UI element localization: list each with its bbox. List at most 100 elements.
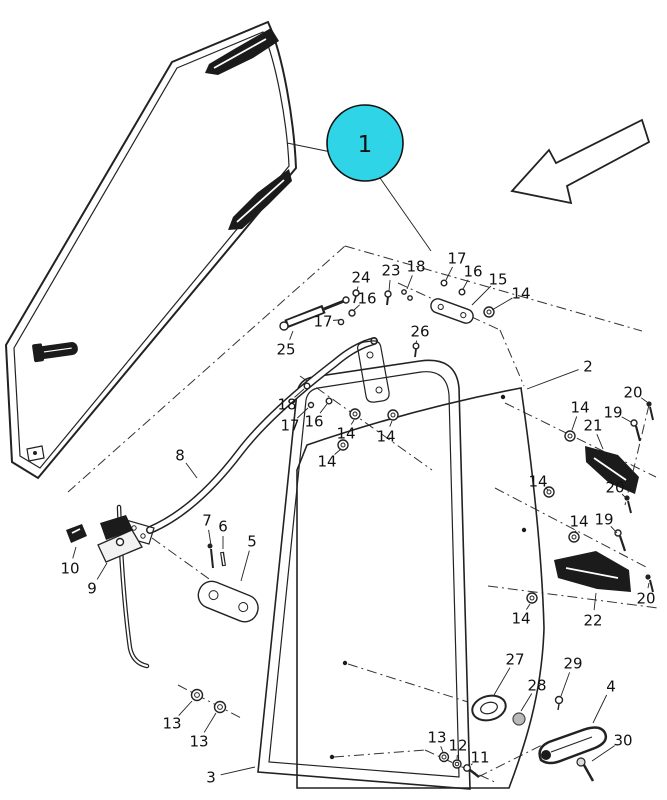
bolt-23-shaft	[386, 296, 389, 306]
callout-number[interactable]: 14	[569, 513, 588, 531]
callout-number[interactable]: 20	[623, 384, 642, 402]
callout-number[interactable]: 14	[336, 425, 355, 443]
callout-21[interactable]: 21	[583, 417, 604, 450]
callout-25[interactable]: 25	[276, 330, 296, 359]
callout-number[interactable]: 19	[594, 511, 613, 529]
callout-number[interactable]: 28	[527, 677, 546, 695]
callout-number[interactable]: 20	[605, 479, 624, 497]
callout-number[interactable]: 13	[427, 729, 446, 747]
bolt-19-head	[630, 419, 638, 427]
callout-number[interactable]: 2	[583, 358, 593, 376]
callout-number[interactable]: 9	[87, 580, 97, 598]
callout-number[interactable]: 14	[511, 285, 530, 303]
callout-number[interactable]: 13	[162, 715, 181, 733]
callout-number[interactable]: 30	[613, 732, 632, 750]
callout-15[interactable]: 15	[471, 271, 508, 306]
callout-26[interactable]: 26	[410, 323, 430, 344]
callout-24[interactable]: 24	[351, 269, 371, 291]
callout-number[interactable]: 15	[488, 271, 507, 289]
callout-13[interactable]: 13	[189, 712, 217, 751]
callout-9[interactable]: 9	[87, 562, 108, 598]
callout-number[interactable]: 18	[406, 258, 425, 276]
callout-17[interactable]: 17	[445, 250, 467, 281]
callout-20[interactable]: 20	[636, 582, 656, 608]
callout-2[interactable]: 2	[526, 358, 593, 390]
callout-20[interactable]: 20	[623, 384, 648, 403]
callout-5[interactable]: 5	[240, 533, 257, 582]
handle-detail	[550, 736, 593, 753]
callout-number[interactable]: 8	[175, 447, 185, 465]
pin-20-shaft	[649, 579, 654, 593]
callout-10[interactable]: 10	[60, 546, 80, 578]
callout-14[interactable]: 14	[528, 473, 549, 491]
callout-number[interactable]: 10	[60, 560, 79, 578]
callout-29[interactable]: 29	[560, 655, 583, 697]
callout-number[interactable]: 16	[357, 290, 376, 308]
callout-14[interactable]: 14	[317, 448, 342, 471]
callout-number[interactable]: 23	[381, 262, 400, 280]
callout-number[interactable]: 16	[463, 263, 482, 281]
callout-4[interactable]: 4	[592, 678, 616, 724]
callout-number[interactable]: 11	[470, 749, 489, 767]
callout-14[interactable]: 14	[376, 420, 396, 446]
callout-22[interactable]: 22	[583, 592, 603, 630]
callout-18[interactable]: 18	[406, 258, 426, 290]
callout-number[interactable]: 6	[218, 518, 228, 536]
callout-number[interactable]: 7	[202, 512, 212, 530]
callout-13[interactable]: 13	[427, 729, 447, 753]
callout-number[interactable]: 17	[447, 250, 466, 268]
callout-19[interactable]: 19	[594, 511, 618, 534]
callout-number[interactable]: 22	[583, 612, 602, 630]
callout-6[interactable]: 6	[218, 518, 228, 550]
callout-leader	[72, 546, 77, 559]
callout-12[interactable]: 12	[448, 737, 468, 760]
callout-number[interactable]: 29	[563, 655, 582, 673]
callout-number[interactable]: 18	[277, 396, 296, 414]
callout-17[interactable]: 17	[313, 313, 340, 331]
callout-14[interactable]: 14	[570, 399, 590, 431]
balloon-part-1[interactable]: 1	[286, 104, 432, 252]
callout-number[interactable]: 14	[317, 453, 336, 471]
callout-28[interactable]: 28	[520, 677, 547, 712]
callout-3[interactable]: 3	[206, 766, 256, 787]
callout-11[interactable]: 11	[470, 749, 489, 767]
callout-number[interactable]: 12	[448, 737, 467, 755]
callout-number[interactable]: 26	[410, 323, 429, 341]
callout-20[interactable]: 20	[605, 479, 627, 499]
balloon-circle[interactable]	[326, 104, 404, 182]
callout-8[interactable]: 8	[175, 447, 198, 479]
callout-30[interactable]: 30	[591, 732, 633, 762]
callout-number[interactable]: 19	[603, 404, 622, 422]
callout-number[interactable]: 4	[606, 678, 616, 696]
callout-number[interactable]: 3	[206, 769, 216, 787]
callout-16[interactable]: 16	[353, 290, 377, 311]
callout-number[interactable]: 14	[376, 428, 395, 446]
callout-13[interactable]: 13	[162, 700, 193, 733]
callout-number[interactable]: 21	[583, 417, 602, 435]
callout-number[interactable]: 20	[636, 590, 655, 608]
callout-number[interactable]: 14	[528, 473, 547, 491]
callout-16[interactable]: 16	[304, 403, 328, 431]
callout-number[interactable]: 25	[276, 341, 295, 359]
gas-strut-part25	[279, 296, 350, 331]
callout-27[interactable]: 27	[493, 651, 525, 696]
callout-14[interactable]: 14	[511, 603, 531, 628]
callout-number[interactable]: 13	[189, 733, 208, 751]
callout-number[interactable]: 27	[505, 651, 524, 669]
callout-14[interactable]: 14	[491, 285, 531, 311]
callout-number[interactable]: 17	[313, 313, 332, 331]
callout-14[interactable]: 14	[336, 419, 356, 443]
callout-number[interactable]: 17	[280, 417, 299, 435]
callout-16[interactable]: 16	[462, 263, 483, 290]
callout-number[interactable]: 14	[511, 610, 530, 628]
callout-number[interactable]: 5	[247, 533, 257, 551]
callout-number[interactable]: 24	[351, 269, 370, 287]
callout-number[interactable]: 16	[304, 413, 323, 431]
callout-17[interactable]: 17	[280, 407, 309, 435]
callout-7[interactable]: 7	[202, 512, 212, 546]
callout-14[interactable]: 14	[569, 513, 589, 534]
callout-18[interactable]: 18	[277, 388, 305, 414]
callout-23[interactable]: 23	[381, 262, 401, 292]
callout-19[interactable]: 19	[603, 404, 632, 423]
callout-number[interactable]: 14	[570, 399, 589, 417]
